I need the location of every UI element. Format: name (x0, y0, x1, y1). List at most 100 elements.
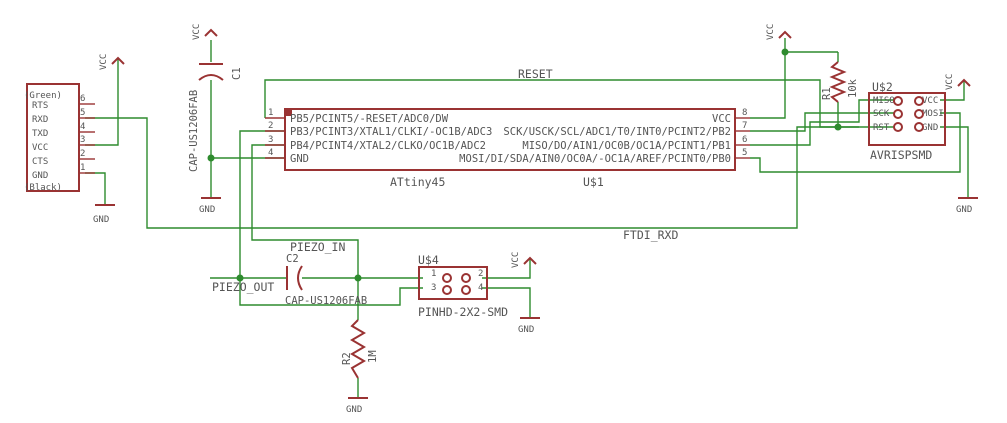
gnd-symbol: GND (956, 197, 978, 215)
gnd-symbol: GND (93, 204, 115, 225)
svg-text:VCC: VCC (99, 54, 109, 70)
isp-part-name: AVRISPSMD (870, 148, 932, 162)
attiny-left-pin-label: PB3/PCINT3/XTAL1/CLKI/-OC1B/ADC3 (290, 126, 492, 138)
attiny-pin-number: 5 (742, 148, 747, 158)
ftdi-pin-label: VCC (32, 143, 48, 153)
ftdi-pin-number: 5 (80, 108, 85, 118)
u4-pin-number: 2 (478, 269, 483, 279)
junction-dot (207, 154, 215, 162)
attiny-part-name: ATtiny45 (390, 175, 445, 189)
u4-pin-number: 4 (478, 283, 483, 293)
pin1-marker (285, 109, 292, 116)
isp-body (868, 92, 946, 146)
ftdi-pin-number: 2 (80, 149, 85, 159)
vcc-symbol: VCC (945, 74, 971, 90)
ftdi-pin-label: GND (32, 171, 48, 181)
net-labels: RESET FTDI_RXD PIEZO_IN PIEZO_OUT (212, 67, 678, 294)
vcc-symbol: VCC (192, 24, 218, 40)
gnd-symbol: GND (346, 397, 368, 415)
pin-header-u4: U$4 1 2 3 4 PINHD-2X2-SMD (418, 253, 508, 319)
u4-ref: U$4 (418, 253, 439, 267)
gnd-symbol: GND (518, 317, 540, 335)
capacitor-c1: C1 CAP-US1206FAB (188, 63, 243, 172)
attiny-right-pin-label: MOSI/DI/SDA/AIN0/OC0A/-OC1A/AREF/PCINT0/… (459, 153, 731, 165)
svg-text:VCC: VCC (511, 252, 521, 268)
ftdi-pin-label: TXD (32, 129, 48, 139)
ftdi-pin-number: 4 (80, 122, 85, 132)
net-label-piezo-out: PIEZO_OUT (212, 280, 274, 294)
svg-text:GND: GND (956, 205, 972, 215)
c2-value: CAP-US1206FAB (285, 295, 367, 307)
u4-part-name: PINHD-2X2-SMD (418, 305, 508, 319)
attiny-pin-number: 1 (268, 108, 273, 118)
attiny-right-pin-label: MISO/DO/AIN1/OC0B/OC1A/PCINT1/PB1 (522, 140, 731, 152)
attiny-pin-number: 7 (742, 121, 747, 131)
avrisp-header: U$2 MISO SCK RST VCC MOSI GND AVRISPSMD (868, 80, 946, 162)
junction-dot (354, 274, 362, 282)
attiny-left-pin-label: PB4/PCINT4/XTAL2/CLKO/OC1B/ADC2 (290, 140, 486, 152)
c1-value: CAP-US1206FAB (188, 90, 200, 172)
isp-pin-label: GND (922, 123, 938, 133)
isp-pin-label: SCK (873, 109, 890, 119)
r2-value: 1M (367, 350, 379, 363)
ftdi-header: (Green) (Black) RTS RXD TXD VCC CTS GND … (24, 83, 95, 193)
svg-text:GND: GND (93, 215, 109, 225)
svg-text:VCC: VCC (192, 24, 202, 40)
c2-ref: C2 (286, 253, 299, 265)
wires (85, 40, 969, 398)
svg-text:GND: GND (346, 405, 362, 415)
power-symbols: VCC VCC VCC VCC VCC GND GND (93, 24, 978, 415)
ftdi-pin-label: RXD (32, 115, 48, 125)
junction-dot (236, 274, 244, 282)
attiny-pin-number: 8 (742, 108, 747, 118)
net-label-piezo-in: PIEZO_IN (290, 240, 345, 254)
svg-text:VCC: VCC (766, 24, 776, 40)
attiny45-chip: 1 2 3 4 PB5/PCINT5/-RESET/ADC0/DW PB3/PC… (265, 108, 750, 189)
ftdi-pin-number: 3 (80, 135, 85, 145)
net-label-ftdi-rxd: FTDI_RXD (623, 228, 678, 242)
ftdi-header-body (26, 83, 80, 192)
capacitor-c2: C2 CAP-US1206FAB (285, 253, 367, 307)
attiny-pin-number: 2 (268, 121, 273, 131)
attiny-pin-number: 6 (742, 135, 747, 145)
u4-pin-number: 1 (431, 269, 436, 279)
ftdi-pin-number: 1 (80, 163, 85, 173)
u4-body (418, 266, 488, 300)
vcc-symbol: VCC (511, 252, 537, 268)
isp-pin-label: RST (873, 123, 890, 133)
net-label-reset: RESET (518, 67, 553, 81)
svg-text:GND: GND (518, 325, 534, 335)
isp-pin-label: VCC (922, 96, 938, 106)
vcc-symbol: VCC (766, 24, 792, 52)
c1-ref: C1 (231, 67, 243, 80)
junction-dot (834, 123, 842, 131)
svg-text:VCC: VCC (945, 74, 955, 90)
svg-text:GND: GND (199, 205, 215, 215)
attiny-ref: U$1 (583, 175, 604, 189)
attiny45-body (284, 108, 736, 171)
attiny-pin-number: 4 (268, 148, 273, 158)
ftdi-pin-label: RTS (32, 101, 48, 111)
attiny-right-pin-label: SCK/USCK/SCL/ADC1/T0/INT0/PCINT2/PB2 (503, 126, 731, 138)
isp-ref: U$2 (872, 80, 893, 94)
gnd-symbol: GND (199, 197, 221, 215)
ftdi-pin-number: 6 (80, 94, 85, 104)
ftdi-bottom-label: (Black) (24, 183, 62, 193)
vcc-symbol: VCC (99, 54, 125, 70)
r1-ref: R1 (821, 87, 833, 100)
resistor-r2: R2 1M (341, 319, 379, 379)
attiny-pin-number: 3 (268, 135, 273, 145)
attiny-right-pin-label: VCC (712, 113, 731, 125)
attiny-left-pin-label: PB5/PCINT5/-RESET/ADC0/DW (290, 113, 449, 125)
isp-pin-label: MOSI (922, 109, 944, 119)
ftdi-top-label: (Green) (24, 91, 62, 101)
u4-pin-number: 3 (431, 283, 436, 293)
ftdi-pin-label: CTS (32, 157, 48, 167)
isp-pin-label: MISO (873, 96, 895, 106)
resistor-r1: R1 10k (821, 61, 859, 103)
attiny-left-pin-label: GND (290, 153, 309, 165)
r2-ref: R2 (341, 352, 353, 365)
r1-value: 10k (847, 78, 859, 98)
junction-dots (207, 48, 842, 282)
